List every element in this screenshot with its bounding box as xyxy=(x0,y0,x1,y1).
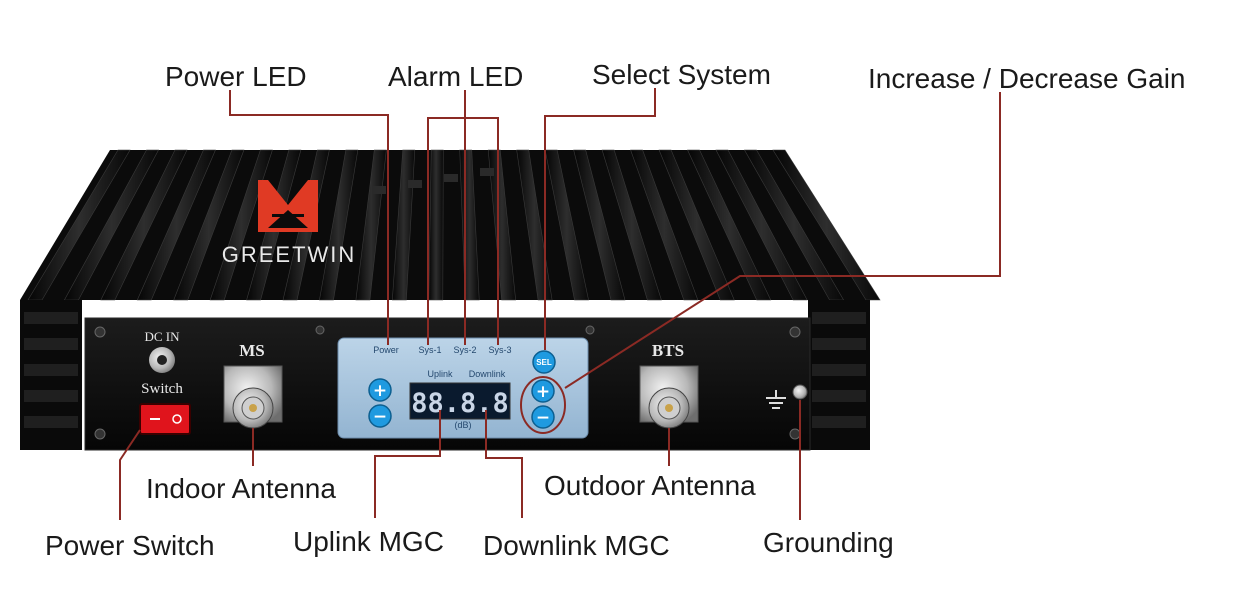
callout-indoor-antenna: Indoor Antenna xyxy=(146,473,336,504)
ground-icon xyxy=(766,390,786,409)
dc-in-jack[interactable] xyxy=(149,347,175,373)
heatsink-fin xyxy=(601,149,662,301)
heatsink-fin xyxy=(136,149,216,301)
side-fins-right xyxy=(808,300,870,450)
callout-downlink-mgc: Downlink MGC xyxy=(483,530,670,561)
brand-logo xyxy=(258,180,318,232)
panel-power-label: Power xyxy=(373,345,399,355)
gain-decrease-button[interactable] xyxy=(531,405,555,429)
heatsink-fin xyxy=(687,149,772,301)
callout-uplink-mgc: Uplink MGC xyxy=(293,526,444,557)
panel-sys1-label: Sys-1 xyxy=(418,345,441,355)
callout-alarm-led: Alarm LED xyxy=(388,61,524,92)
heatsink-fin xyxy=(173,149,245,301)
gain-plus-icon: + xyxy=(536,382,550,402)
led-display-value: 88.8.8 xyxy=(411,388,509,419)
panel-uplink-label: Uplink xyxy=(427,369,453,379)
power-switch[interactable] xyxy=(139,403,191,435)
gain-minus-icon: − xyxy=(536,408,550,428)
panel-unit-label: (dB) xyxy=(454,420,471,430)
heatsink-fin xyxy=(715,149,808,301)
heatsink-led-window xyxy=(372,186,386,194)
callout-grounding: Grounding xyxy=(763,527,894,558)
callout-increase-decrease-gain: Increase / Decrease Gain xyxy=(868,63,1186,94)
bts-label: BTS xyxy=(652,341,684,360)
uplink-decrease-button[interactable] xyxy=(368,404,392,428)
ms-connector[interactable] xyxy=(223,365,283,429)
leader-lines xyxy=(119,88,1001,520)
heatsink-fin xyxy=(209,149,273,301)
heatsink-fin xyxy=(658,149,735,301)
panel-sys2-label: Sys-2 xyxy=(453,345,476,355)
heatsink-fin xyxy=(573,149,626,301)
panel-sys3-label: Sys-3 xyxy=(488,345,511,355)
ms-label: MS xyxy=(239,341,265,360)
bts-connector[interactable] xyxy=(639,365,699,429)
switch-label: Switch xyxy=(141,381,183,397)
heatsink-fin xyxy=(544,149,589,301)
callout-power-switch: Power Switch xyxy=(45,530,215,561)
uplink-increase-button[interactable] xyxy=(368,378,392,402)
brand-name: GREETWIN xyxy=(222,242,357,267)
select-system-button[interactable] xyxy=(532,350,556,374)
heatsink-fin xyxy=(428,149,444,301)
heatsink-fin xyxy=(319,149,359,301)
gain-increase-button[interactable] xyxy=(531,379,555,403)
led-display xyxy=(409,382,511,420)
dc-in-label: DC IN xyxy=(144,329,180,344)
callout-select-system: Select System xyxy=(592,59,771,90)
heatsink-fin xyxy=(516,149,553,301)
heatsink-led-window xyxy=(408,180,422,188)
ground-terminal[interactable] xyxy=(792,384,808,400)
uplink-minus-icon: − xyxy=(373,407,387,427)
callout-power-led: Power LED xyxy=(165,61,307,92)
callout-outdoor-antenna: Outdoor Antenna xyxy=(544,470,756,501)
uplink-plus-icon: + xyxy=(373,381,387,401)
side-fins-left xyxy=(20,300,82,450)
heatsink-fin xyxy=(772,149,881,301)
heatsink-led-window xyxy=(444,174,458,182)
heatsink-led-window xyxy=(480,168,494,176)
sel-label: SEL xyxy=(536,358,552,367)
panel-downlink-label: Downlink xyxy=(469,369,506,379)
heatsink-fin xyxy=(630,149,699,301)
heatsink-fin xyxy=(100,149,188,301)
